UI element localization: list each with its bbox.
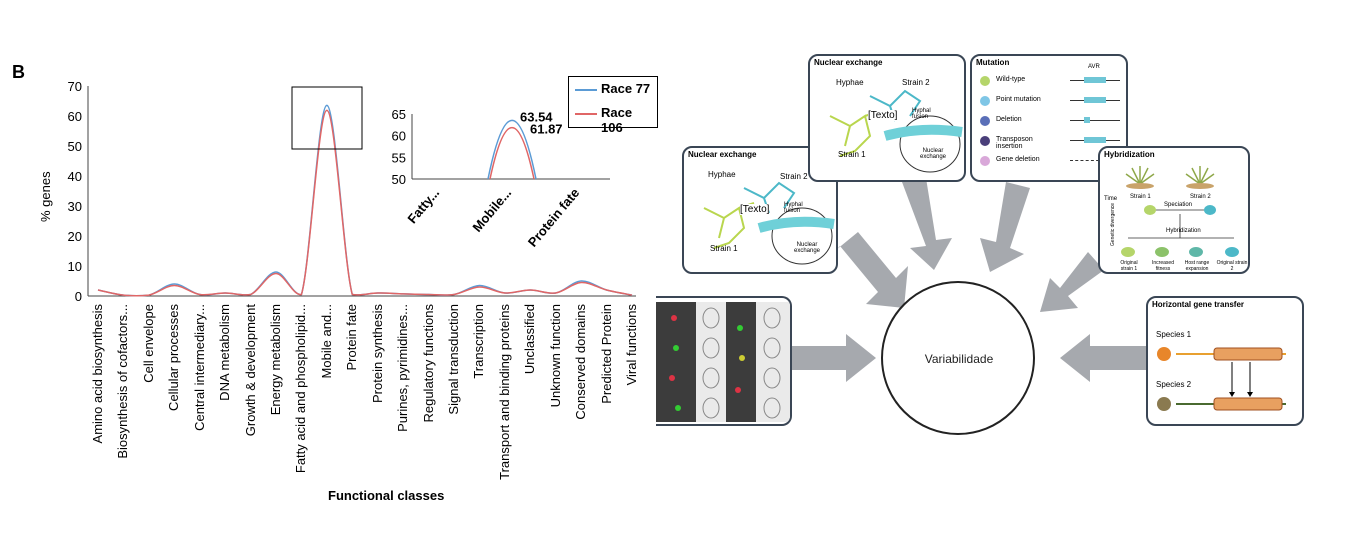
mutation-gene-box: [1084, 77, 1106, 83]
mutation-gene-box: [1084, 97, 1106, 103]
inset-data-label: 61.87: [530, 122, 563, 137]
outcome-0: Original strain 1: [1120, 260, 1138, 272]
mutation-gene-box: [1084, 117, 1090, 123]
legend-label-race106: Race 106: [601, 105, 633, 135]
panel-hybridization: Hybridization Time Strain 1 Strain 2 Spe…: [1098, 146, 1250, 274]
y-tick-label: 20: [68, 229, 82, 244]
label-speciation: Speciation: [1164, 202, 1193, 208]
outcome-2: Host range expansion: [1184, 260, 1210, 272]
label-fusion: Hyphal fusion: [912, 108, 931, 120]
label-hyphae: Hyphae: [836, 78, 864, 87]
label-fusion: Hyphal fusion: [784, 202, 803, 214]
mutation-dot: [980, 96, 990, 106]
variability-circle: [881, 281, 1035, 435]
panel-title: Mutation: [976, 58, 1010, 67]
inset-y-tick-label: 50: [392, 172, 406, 187]
inset-y-tick-label: 60: [392, 129, 406, 144]
mutation-label: Deletion: [996, 116, 1022, 123]
y-tick-label: 70: [68, 79, 82, 94]
arrow-left-image: [790, 334, 876, 382]
label-time: Time: [1104, 196, 1118, 202]
mutation-label: Wild-type: [996, 76, 1026, 83]
mutation-dot: [980, 76, 990, 86]
label-strain1: Strain 1: [838, 150, 866, 159]
panel-title: Horizontal gene transfer: [1152, 300, 1245, 309]
legend-swatch-race106: [575, 113, 597, 115]
legend-label-race77: Race 77: [601, 81, 651, 96]
arrow-hgt: [1060, 334, 1146, 382]
mutation-label: Gene deletion: [996, 156, 1040, 163]
label-strain2: Strain 2: [1190, 194, 1211, 200]
label-species2: Species 2: [1156, 380, 1192, 389]
outcome-1: Increased fitness: [1152, 260, 1174, 272]
panel-horizontal-gene-transfer: Horizontal gene transfer Species 1 Speci…: [1146, 296, 1304, 426]
y-tick-label: 10: [68, 259, 82, 274]
panel-title: Nuclear exchange: [688, 150, 757, 159]
y-tick-label: 60: [68, 109, 82, 124]
panel-microscopy: [656, 296, 792, 426]
x-axis-label: Functional classes: [328, 488, 445, 503]
inset-series-race-106: [489, 127, 535, 180]
microscopy-images: [656, 302, 790, 422]
arrow-mutation: [980, 182, 1030, 272]
mutation-gene-box: [1084, 137, 1106, 143]
inset-y-tick-label: 65: [392, 107, 406, 122]
y-tick-label: 0: [75, 289, 82, 304]
zoom-box: [291, 86, 363, 150]
label-strain2: Strain 2: [780, 172, 808, 181]
y-tick-label: 40: [68, 169, 82, 184]
label-genetic-divergence: Genetic divergence: [1110, 202, 1116, 246]
label-avr: AVR: [1088, 64, 1100, 70]
mutation-gene-bar: [1070, 120, 1120, 121]
series-line-race-106: [97, 109, 633, 297]
mutation-label: Point mutation: [996, 96, 1041, 103]
mutation-gene-bar: [1070, 160, 1120, 161]
chart-panel-letter: B: [12, 62, 25, 82]
inset-y-tick-label: 55: [392, 150, 406, 165]
mutation-dot: [980, 136, 990, 146]
hybridization-drawing: [1121, 166, 1239, 257]
label-strain1: Strain 1: [710, 244, 738, 253]
hgt-drawing: [1157, 347, 1286, 411]
label-placeholder: [Texto]: [868, 110, 898, 121]
label-strain2: Strain 2: [902, 78, 930, 87]
label-strain1: Strain 1: [1130, 194, 1151, 200]
label-nuclear: Nuclear exchange: [793, 242, 821, 254]
label-species1: Species 1: [1156, 330, 1192, 339]
mutation-dot: [980, 156, 990, 166]
panel-title: Nuclear exchange: [814, 58, 883, 67]
label-nuclear: Nuclear exchange: [919, 148, 947, 160]
panel-title: Hybridization: [1104, 150, 1155, 159]
outcome-3: Original strain 2: [1216, 260, 1248, 272]
mutation-label: Transposon insertion: [996, 136, 1033, 150]
inset-series-race-77: [487, 119, 537, 180]
label-placeholder: [Texto]: [740, 204, 770, 215]
arrow-nuclear-top: [902, 178, 952, 270]
legend-swatch-race77: [575, 89, 597, 91]
label-hyphae: Hyphae: [708, 170, 736, 179]
panel-nuclear-exchange-top: Nuclear exchange Hyphae Strain 2 Strain …: [808, 54, 966, 182]
y-tick-label: 50: [68, 139, 82, 154]
label-hybridization: Hybridization: [1166, 228, 1201, 234]
chart-legend: Race 77 Race 106: [568, 76, 658, 135]
center-label: Variabilidade: [924, 352, 994, 366]
y-tick-label: 30: [68, 199, 82, 214]
inset-data-label: 63.54: [520, 109, 553, 124]
arrow-nuclear-left: [836, 232, 908, 308]
mutation-dot: [980, 116, 990, 126]
arrow-hybridization: [1040, 252, 1104, 312]
